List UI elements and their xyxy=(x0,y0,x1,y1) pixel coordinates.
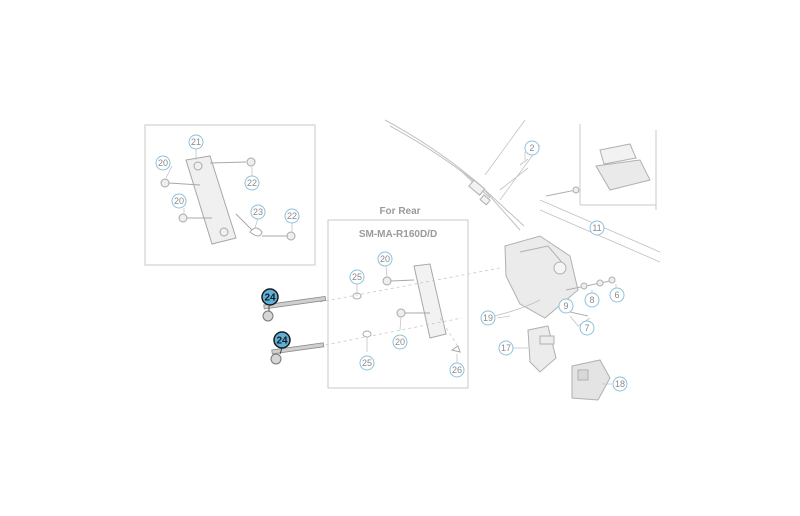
callout-circle xyxy=(171,193,187,209)
bracket-lines-2 xyxy=(484,119,541,201)
callout-circle xyxy=(261,288,279,306)
clip-23 xyxy=(235,213,263,237)
mount-bolt-24-lower xyxy=(270,342,325,365)
callout-number: 22 xyxy=(287,211,297,221)
callout-22: 22 xyxy=(284,208,300,224)
callout-number: 2 xyxy=(529,143,534,153)
adapter-bar-center xyxy=(413,263,447,339)
callout-11: 11 xyxy=(589,220,605,236)
callout-20: 20 xyxy=(171,193,187,209)
callout-circle xyxy=(359,355,375,371)
callout-25: 25 xyxy=(349,269,365,285)
callout-25: 25 xyxy=(359,355,375,371)
callout-20: 20 xyxy=(155,155,171,171)
nut-22-lower xyxy=(262,231,296,241)
box-model: SM-MA-R160D/D xyxy=(359,229,437,240)
callout-number: 20 xyxy=(380,254,390,264)
callout-circle xyxy=(284,208,300,224)
callout-23: 23 xyxy=(250,204,266,220)
adapter-plate-left xyxy=(185,155,237,245)
callout-number: 9 xyxy=(563,301,568,311)
callout-number: 24 xyxy=(264,293,276,304)
pad-spring-17 xyxy=(527,325,557,373)
callout-highlight-24: 24 xyxy=(273,331,291,349)
callout-number: 24 xyxy=(276,336,288,347)
brake-pad-18 xyxy=(571,359,611,401)
bolt-upper-left xyxy=(209,157,256,167)
callout-number: 11 xyxy=(592,223,601,233)
detail-frame-center xyxy=(327,219,469,389)
callout-8: 8 xyxy=(584,292,600,308)
callout-circle xyxy=(584,292,600,308)
callout-circle xyxy=(579,320,595,336)
callout-19: 19 xyxy=(480,310,496,326)
callout-number: 20 xyxy=(174,196,184,206)
callout-number: 23 xyxy=(253,207,263,217)
callout-circle xyxy=(612,376,628,392)
callout-number: 19 xyxy=(483,313,493,323)
callout-circle xyxy=(558,298,574,314)
pad-set-right xyxy=(595,143,651,191)
callout-9: 9 xyxy=(558,298,574,314)
callout-number: 6 xyxy=(614,290,619,300)
callout-number: 21 xyxy=(191,137,201,147)
pad-pin-bolt xyxy=(545,186,580,197)
callout-number: 26 xyxy=(452,365,462,375)
callout-number: 7 xyxy=(584,323,589,333)
bolt-lower-left xyxy=(178,213,212,223)
callout-circle xyxy=(349,269,365,285)
callout-number: 17 xyxy=(501,343,511,353)
mount-bolt-24-upper xyxy=(262,295,327,322)
callout-circle xyxy=(524,140,540,156)
alignment-lines xyxy=(319,267,501,351)
hose-connector-2 xyxy=(468,179,491,206)
bolt-mid-left xyxy=(160,178,201,188)
box-title: For Rear xyxy=(379,206,420,217)
callout-number: 18 xyxy=(615,379,625,389)
callout-circle xyxy=(498,340,514,356)
callout-21: 21 xyxy=(188,134,204,150)
clip-26 xyxy=(450,345,461,353)
callout-number: 20 xyxy=(395,337,405,347)
callout-circle xyxy=(377,251,393,267)
callout-circle xyxy=(609,287,625,303)
callout-number: 20 xyxy=(158,158,168,168)
detail-frame-right xyxy=(579,124,657,210)
pad-pin-group xyxy=(565,276,616,317)
callout-2: 2 xyxy=(524,140,540,156)
leaders-center-box xyxy=(356,265,458,364)
callout-number: 25 xyxy=(352,272,362,282)
callout-circle xyxy=(244,175,260,191)
callout-circle xyxy=(155,155,171,171)
callout-circle xyxy=(188,134,204,150)
callout-circle xyxy=(273,331,291,349)
callout-circle xyxy=(480,310,496,326)
bolt-20-center-bottom xyxy=(396,308,430,318)
callout-17: 17 xyxy=(498,340,514,356)
callout-26: 26 xyxy=(449,362,465,378)
callout-18: 18 xyxy=(612,376,628,392)
callout-22: 22 xyxy=(244,175,260,191)
hose-19 xyxy=(493,299,541,317)
callout-6: 6 xyxy=(609,287,625,303)
callout-circle xyxy=(250,204,266,220)
callout-number: 22 xyxy=(247,178,257,188)
callout-20: 20 xyxy=(392,334,408,350)
detail-frame-left xyxy=(144,124,316,266)
callout-7: 7 xyxy=(579,320,595,336)
callout-circle xyxy=(392,334,408,350)
bolt-20-center-top xyxy=(382,276,415,286)
callout-highlight-24: 24 xyxy=(261,288,279,306)
callout-number: 25 xyxy=(362,358,372,368)
callout-20: 20 xyxy=(377,251,393,267)
leaders-left-box xyxy=(165,149,293,232)
washer-25-top xyxy=(352,292,362,300)
callout-circle xyxy=(449,362,465,378)
callout-number: 8 xyxy=(589,295,594,305)
callout-circle xyxy=(589,220,605,236)
